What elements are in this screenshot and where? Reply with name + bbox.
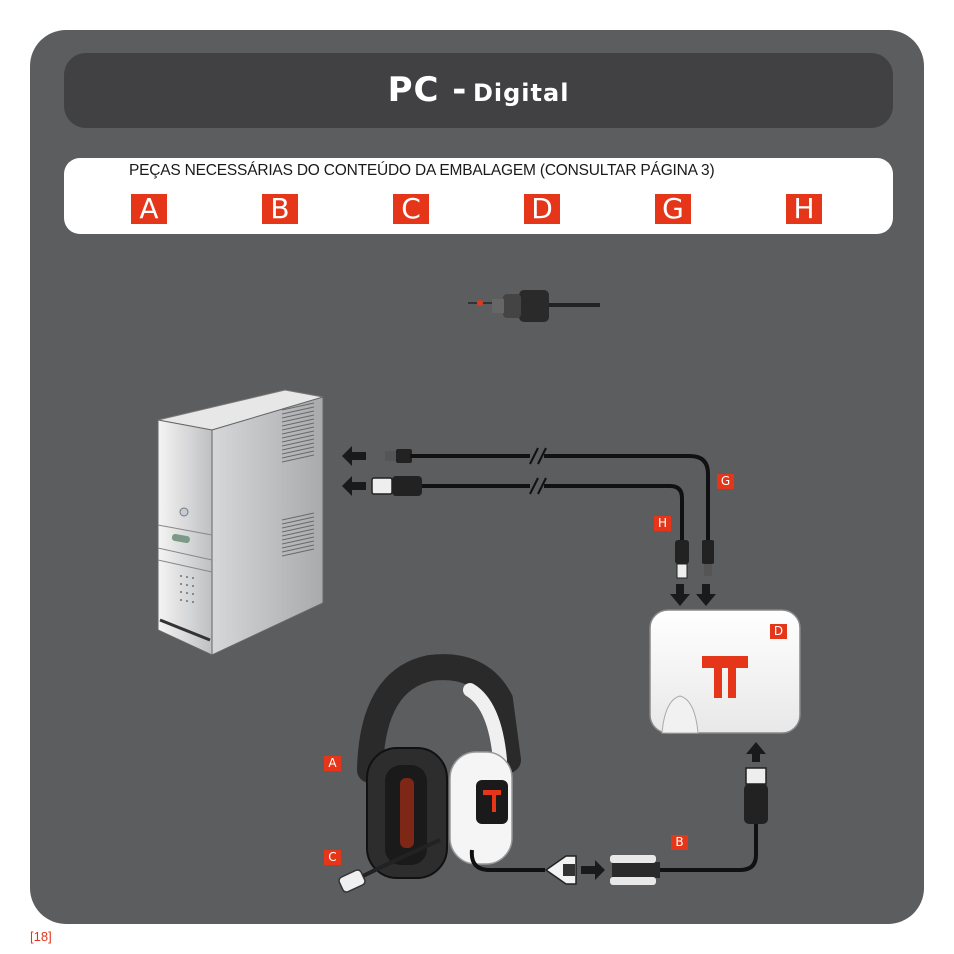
label-b: B bbox=[671, 835, 688, 850]
part-badge-d: D bbox=[524, 194, 560, 224]
optical-cable-g bbox=[385, 447, 714, 576]
label-d: D bbox=[770, 624, 787, 639]
part-badge-g: G bbox=[655, 194, 691, 224]
title-main: PC - bbox=[387, 70, 468, 110]
page-title: PC - Digital bbox=[64, 53, 893, 128]
pc-tower bbox=[157, 389, 324, 656]
label-h: H bbox=[654, 516, 671, 531]
label-a: A bbox=[324, 756, 341, 771]
control-box-d bbox=[649, 609, 801, 734]
headset-a bbox=[338, 654, 545, 893]
part-badge-b: B bbox=[262, 194, 298, 224]
optical-cable-detail bbox=[468, 290, 600, 322]
page-number: [18] bbox=[30, 929, 52, 944]
part-badge-a: A bbox=[131, 194, 167, 224]
title-sub: Digital bbox=[472, 79, 570, 107]
label-c: C bbox=[324, 850, 341, 865]
usb-cable-h bbox=[371, 476, 689, 579]
part-badge-c: C bbox=[393, 194, 429, 224]
label-g: G bbox=[717, 474, 734, 489]
box-input-arrows bbox=[670, 584, 716, 606]
required-parts-text: PEÇAS NECESSÁRIAS DO CONTEÚDO DA EMBALAG… bbox=[129, 162, 715, 179]
usb-cable-b bbox=[544, 742, 768, 885]
part-badge-h: H bbox=[786, 194, 822, 224]
title-bar: PC - Digital bbox=[64, 53, 893, 128]
pc-input-arrows bbox=[342, 446, 366, 496]
required-parts-box: PEÇAS NECESSÁRIAS DO CONTEÚDO DA EMBALAG… bbox=[64, 158, 893, 234]
